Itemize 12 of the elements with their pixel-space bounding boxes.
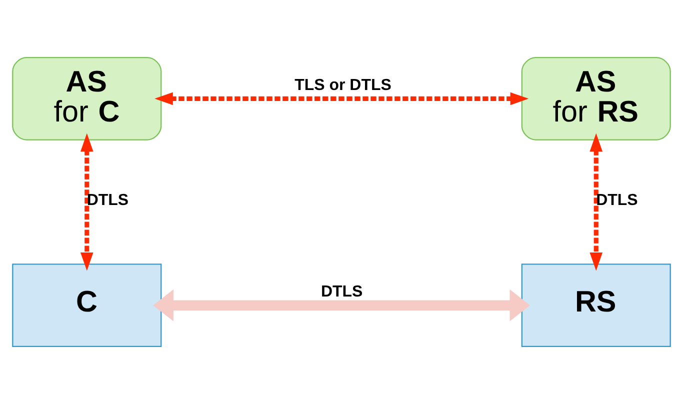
edge-label: TLS or DTLS (294, 76, 392, 94)
node-box: AS for C (12, 56, 162, 140)
arrow (154, 92, 529, 105)
arrow (153, 288, 530, 321)
edge-label: DTLS (86, 192, 129, 209)
arrow (80, 132, 94, 270)
node-box: AS for RS (521, 56, 671, 140)
edge-label: DTLS (320, 282, 363, 300)
edge-label: DTLS (596, 192, 638, 209)
node-box: C (12, 263, 162, 346)
arrow (590, 132, 603, 270)
node-box: RS (521, 263, 671, 346)
